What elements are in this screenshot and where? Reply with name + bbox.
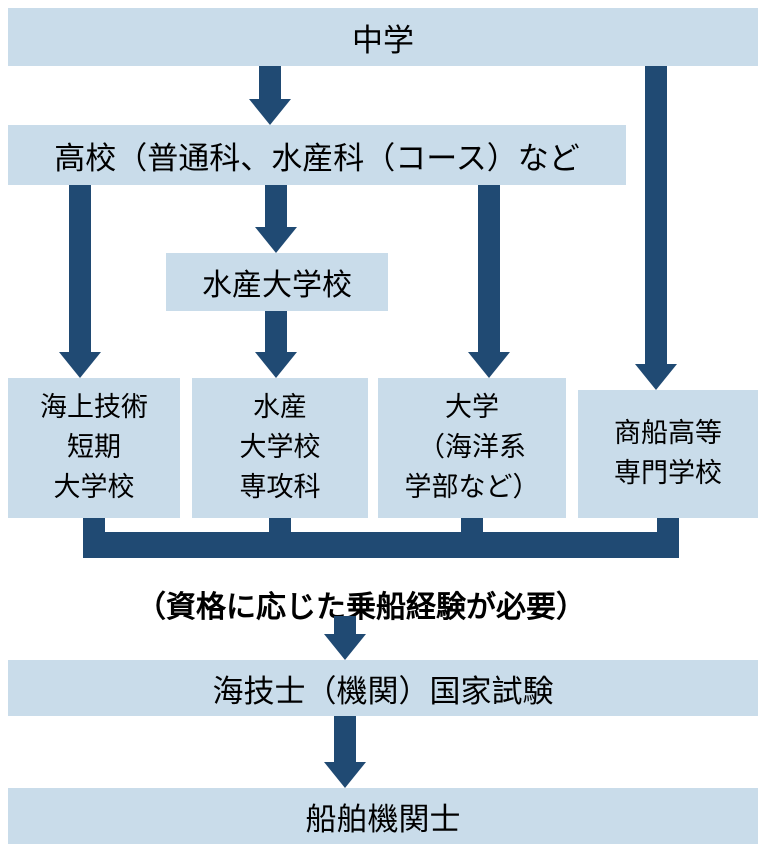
node-high-school: 高校（普通科、水産科（コース）など bbox=[8, 125, 626, 185]
merge-stub-university bbox=[461, 518, 483, 534]
arrow-high-school-to-university-shaft bbox=[478, 185, 500, 352]
arrow-high-school-to-fisheries-university-head bbox=[255, 227, 297, 253]
node-ship-engineer: 船舶機関士 bbox=[8, 788, 758, 844]
node-fisheries-university: 水産大学校 bbox=[166, 253, 388, 311]
arrow-junior-high-to-high-school-head bbox=[249, 99, 291, 125]
node-merchant-marine-college: 商船高等 専門学校 bbox=[578, 390, 758, 518]
arrow-merge-to-national-exam-head bbox=[324, 634, 366, 660]
note-experience-required: （資格に応じた乗船経験が必要） bbox=[136, 590, 586, 625]
arrow-fisheries-university-to-advanced-course-shaft bbox=[265, 311, 287, 352]
node-fisheries-advanced-course: 水産 大学校 専攻科 bbox=[192, 378, 368, 518]
arrow-junior-high-to-merchant-marine-shaft bbox=[645, 66, 667, 364]
arrow-national-exam-to-ship-engineer-shaft bbox=[334, 716, 356, 764]
arrow-junior-high-to-high-school-shaft bbox=[259, 66, 281, 99]
node-university-marine: 大学 （海洋系 学部など） bbox=[378, 378, 566, 518]
arrow-national-exam-to-ship-engineer-head bbox=[324, 762, 366, 788]
node-maritime-junior-college: 海上技術 短期 大学校 bbox=[8, 378, 180, 518]
node-junior-high-school: 中学 bbox=[8, 8, 758, 66]
merge-connector-bar bbox=[83, 532, 679, 558]
node-national-exam: 海技士（機関）国家試験 bbox=[8, 660, 758, 716]
arrow-merge-to-national-exam-shaft bbox=[334, 616, 356, 636]
arrow-high-school-to-fisheries-university-shaft bbox=[265, 185, 287, 227]
merge-stub-merchant-marine bbox=[657, 518, 679, 534]
merge-stub-maritime-college bbox=[83, 518, 105, 534]
merge-stub-advanced-course bbox=[269, 518, 291, 534]
arrow-high-school-to-maritime-college-head bbox=[59, 352, 101, 378]
arrow-high-school-to-university-head bbox=[468, 352, 510, 378]
arrow-high-school-to-maritime-college-shaft bbox=[69, 185, 91, 352]
arrow-fisheries-university-to-advanced-course-head bbox=[255, 352, 297, 378]
arrow-junior-high-to-merchant-marine-head bbox=[635, 364, 677, 390]
